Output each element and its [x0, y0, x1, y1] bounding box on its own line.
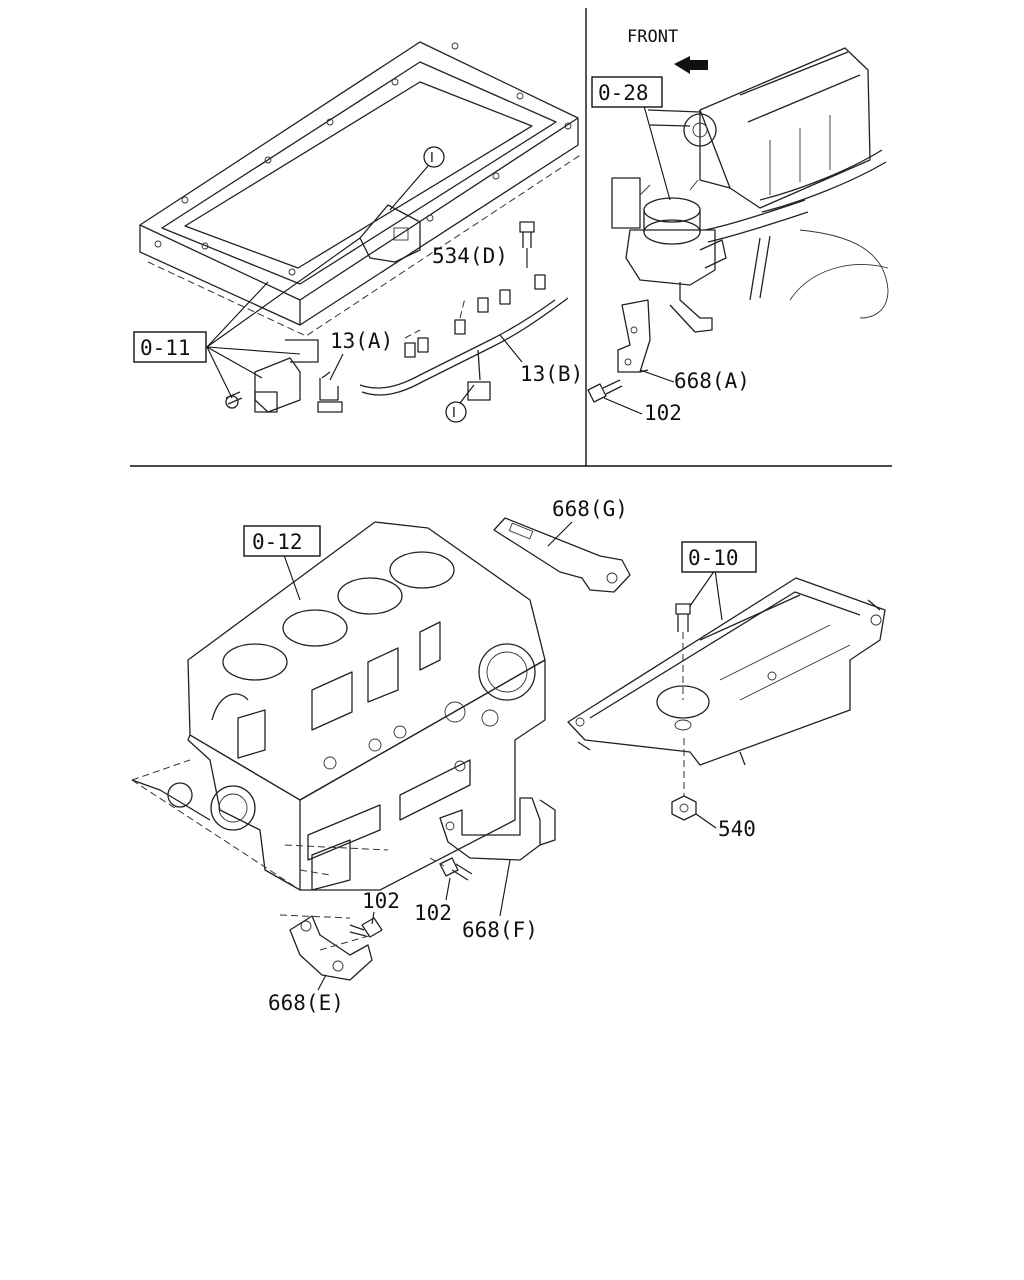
oil-pan-assembly: [139, 41, 583, 337]
sensor-assembly: [225, 339, 319, 413]
front-arrow: [674, 56, 708, 74]
leader-0-12: [283, 554, 301, 601]
circle-marker-bottom: I: [445, 384, 475, 423]
oil-filter-assembly: [625, 179, 727, 333]
leaders-0-11: [206, 237, 361, 399]
label-668g: 668(G): [552, 497, 628, 521]
label-668e: 668(E): [268, 991, 344, 1015]
bracket-668a: [617, 299, 651, 373]
ref-box-0-12: [243, 525, 321, 557]
bolt-534d: [519, 221, 535, 268]
bolt-102-mid: [429, 857, 473, 881]
pan-bracket: [359, 204, 421, 263]
circle-marker-top: I: [389, 146, 445, 211]
ref-label-0-28: 0-28: [598, 81, 649, 105]
svg-text:I: I: [452, 406, 456, 421]
ref-label-0-10: 0-10: [688, 546, 739, 570]
front-label: FRONT: [627, 27, 678, 47]
bolt-102-left: [349, 917, 383, 938]
ref-label-0-11: 0-11: [140, 336, 191, 360]
label-668f: 668(F): [462, 918, 538, 942]
label-13b: 13(B): [520, 362, 583, 386]
ref-box-0-11: [133, 331, 207, 363]
skid-plate: [567, 577, 886, 766]
leader-0-10-b: [714, 569, 723, 621]
bracket-668e: [279, 914, 373, 981]
label-668a: 668(A): [674, 369, 750, 393]
cylinder-block: [131, 521, 546, 891]
label-534d: 534(D): [432, 244, 508, 268]
label-13a: 13(A): [330, 329, 393, 353]
bolt-skid: [675, 603, 691, 700]
svg-text:I: I: [430, 151, 434, 166]
leader-0-10-a: [689, 569, 716, 607]
ref-box-0-10: [681, 541, 757, 573]
label-102-left: 102: [362, 889, 400, 913]
label-102-mid: 102: [414, 901, 452, 925]
ref-label-0-12: 0-12: [252, 530, 303, 554]
bolt-102-top: [587, 379, 623, 403]
engine-block-upper: [611, 47, 889, 319]
wiring-harness-13b: [359, 274, 569, 401]
bracket-668f: [439, 797, 556, 861]
bracket-668g: [493, 517, 631, 593]
label-102-top: 102: [644, 401, 682, 425]
label-540: 540: [718, 817, 756, 841]
leaders-0-28: [643, 105, 671, 201]
connector-13a: [317, 371, 343, 413]
ref-box-0-28: [591, 76, 663, 108]
